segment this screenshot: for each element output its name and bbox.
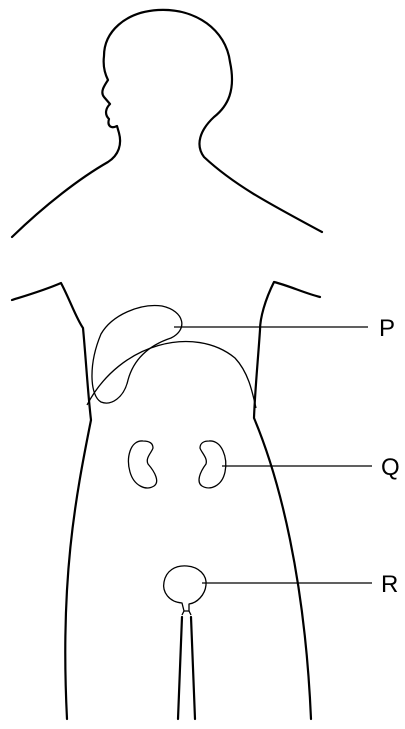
leg-inner-left	[178, 617, 182, 719]
label-r: R	[381, 571, 398, 598]
label-p: P	[379, 315, 395, 342]
organ-r: R	[164, 566, 399, 615]
kidney-right	[199, 441, 226, 488]
torso-left-outline	[12, 283, 91, 719]
kidney-left	[129, 441, 157, 488]
head-and-shoulders-outline	[12, 10, 322, 237]
bladder	[164, 566, 206, 611]
label-q: Q	[381, 454, 400, 481]
organ-q: Q	[129, 441, 400, 488]
diaphragm-curve	[87, 342, 256, 408]
torso-right-outline	[254, 282, 320, 719]
organ-p: P	[87, 306, 395, 408]
leg-inner-right	[191, 617, 195, 719]
